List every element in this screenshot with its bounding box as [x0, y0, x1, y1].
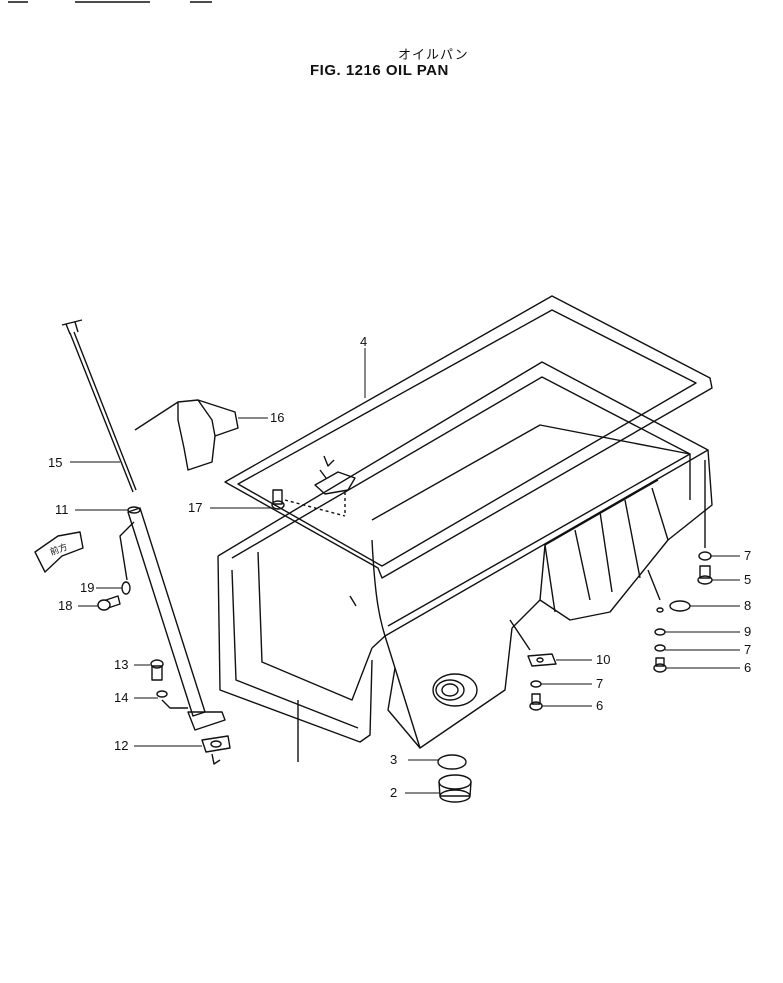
callout-14: 14 [114, 690, 128, 705]
oil-pan-gasket [224, 295, 713, 579]
callout-18: 18 [58, 598, 72, 613]
callout-4: 4 [360, 334, 367, 349]
bolt-6-lower [529, 693, 543, 711]
washer-7-upper [698, 551, 712, 561]
callout-15: 15 [48, 455, 62, 470]
bolt-6-right [653, 657, 667, 673]
callout-13: 13 [114, 657, 128, 672]
washer-7-mid [654, 644, 666, 652]
dipstick [61, 319, 137, 493]
drain-plug-oring [437, 754, 467, 770]
callout-7-mid: 7 [744, 642, 751, 657]
ring-8 [656, 600, 691, 613]
bolt-17 [271, 489, 285, 510]
washer-7-lower [530, 680, 542, 688]
callout-leaders [70, 348, 740, 794]
callout-5: 5 [744, 572, 751, 587]
callout-9: 9 [744, 624, 751, 639]
bolt-13 [150, 659, 164, 681]
callout-11: 11 [55, 502, 69, 517]
callout-6-lower: 6 [596, 698, 603, 713]
callout-17: 17 [188, 500, 202, 515]
callout-19: 19 [80, 580, 94, 595]
washer-19 [121, 581, 131, 595]
tube-bracket [134, 399, 239, 471]
callout-7-upper: 7 [744, 548, 751, 563]
callout-7-lower: 7 [596, 676, 603, 691]
title-japanese: オイルパン [398, 48, 469, 63]
pan-bracket [284, 471, 356, 517]
tube-gasket-12 [201, 735, 231, 753]
callout-8: 8 [744, 598, 751, 613]
front-direction-arrow [34, 531, 84, 573]
drain-plug [438, 774, 472, 803]
washer-14 [156, 690, 168, 698]
bracket-10 [527, 653, 557, 667]
dipstick-guide-tube [127, 506, 226, 731]
mark [319, 455, 335, 479]
callout-3: 3 [390, 752, 397, 767]
callout-10: 10 [596, 652, 610, 667]
leader-line [647, 569, 661, 601]
bolt-5 [697, 565, 713, 585]
bolt-18 [97, 595, 121, 611]
oil-pan-body [217, 361, 713, 762]
washer-9 [654, 628, 666, 636]
figure-title: FIG. 1216 OIL PAN [310, 62, 449, 79]
leader-line [119, 521, 135, 581]
front-direction-label: 前方 [48, 541, 69, 558]
mark [211, 753, 221, 765]
callout-2: 2 [390, 785, 397, 800]
callout-16: 16 [270, 410, 284, 425]
callout-6-right: 6 [744, 660, 751, 675]
callout-12: 12 [114, 738, 128, 753]
leader-line [509, 619, 531, 651]
leader-line [161, 699, 188, 709]
